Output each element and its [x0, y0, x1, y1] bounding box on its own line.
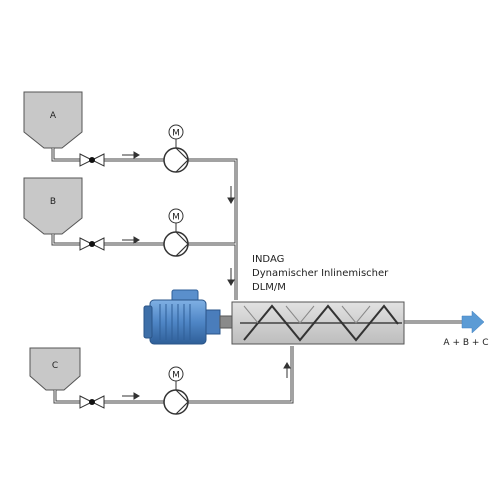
output-arrow-icon — [461, 310, 485, 334]
tank-a-label: A — [50, 111, 57, 121]
pump-icon — [163, 231, 189, 257]
tank-c: C — [29, 347, 81, 391]
mixer-label-line2: Dynamischer Inlinemischer — [252, 268, 389, 279]
valve-b — [79, 237, 105, 251]
mixer-label-line1: INDAG — [252, 254, 284, 265]
motor-symbol: M — [172, 371, 180, 381]
pump-b: M — [163, 208, 189, 257]
mixer-body — [231, 301, 405, 345]
tank-a: A — [23, 91, 83, 149]
tank-c-label: C — [52, 361, 58, 371]
flow-arrow-icon — [227, 186, 235, 204]
valve-a — [79, 153, 105, 167]
pump-a: M — [163, 124, 189, 173]
flow-arrow-icon — [122, 236, 140, 244]
output-label: A + B + C — [443, 338, 488, 348]
mixer-label-line3: DLM/M — [252, 282, 286, 293]
tank-b-label: B — [50, 197, 56, 207]
valve-c — [79, 395, 105, 409]
motor-symbol: M — [172, 213, 180, 223]
mixer-label: INDAG Dynamischer Inlinemischer DLM/M — [252, 254, 389, 293]
pump-icon — [163, 389, 189, 415]
flow-arrow-icon — [227, 268, 235, 286]
flow-arrow-icon — [122, 392, 140, 400]
tank-b: B — [23, 177, 83, 235]
pump-icon — [163, 147, 189, 173]
flow-arrow-icon — [122, 151, 140, 159]
motor-symbol: M — [172, 129, 180, 139]
flow-arrow-icon — [283, 362, 291, 378]
pump-c: M — [163, 366, 189, 415]
mixer-motor — [143, 289, 233, 345]
